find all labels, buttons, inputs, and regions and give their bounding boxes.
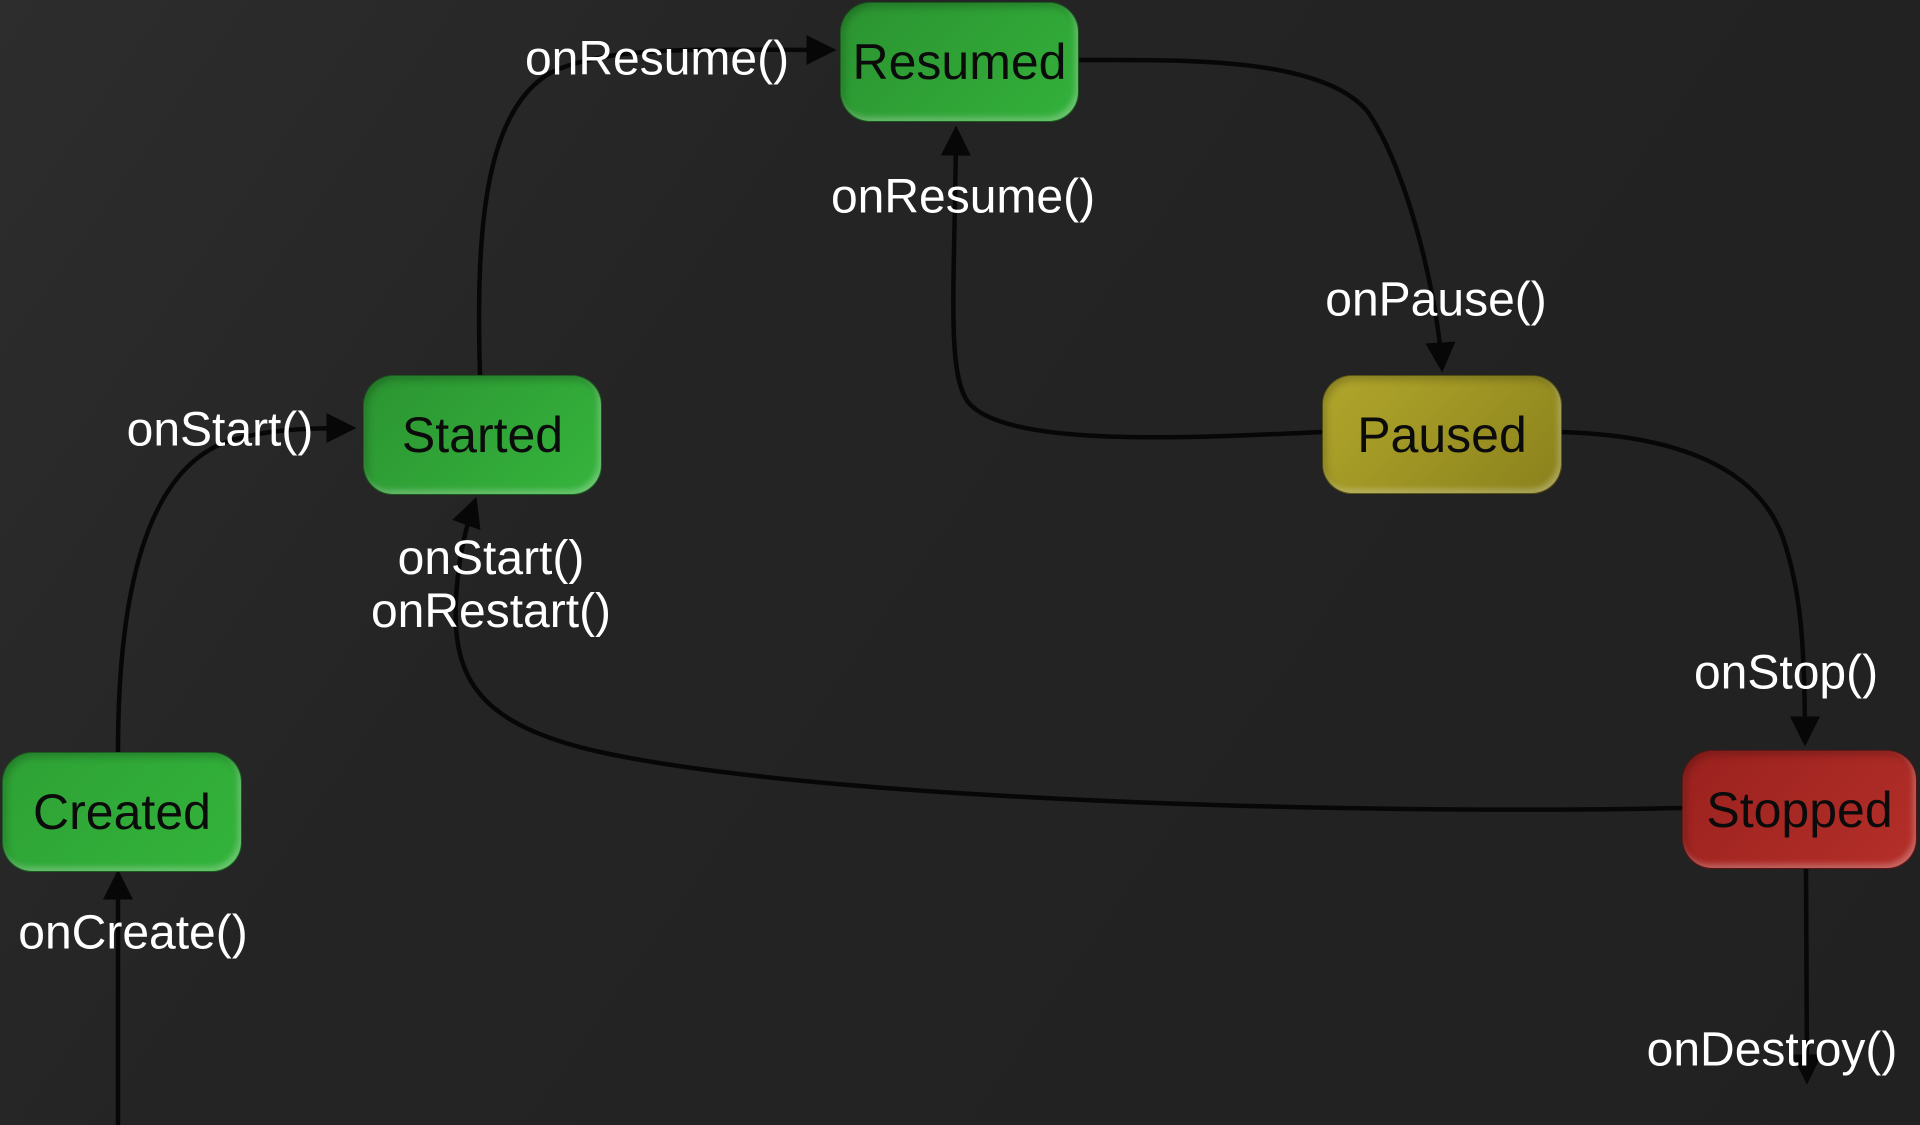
node-stopped: Stopped	[1682, 750, 1917, 869]
edge-label-onstart-return-line1: onStart()	[397, 532, 585, 585]
edge-resumed-paused	[1076, 57, 1456, 373]
node-resumed: Resumed	[840, 2, 1079, 122]
node-started-label: Started	[401, 407, 564, 463]
edge-started-resumed	[476, 34, 837, 376]
edge-paused-stopped	[1559, 429, 1820, 747]
edge-label-onstart-onrestart: onStart() onRestart()	[371, 532, 611, 638]
edge-label-onstop: onStop()	[1693, 646, 1879, 700]
edge-paused-resumed	[940, 125, 1323, 440]
edge-stopped-exit	[1791, 866, 1822, 1085]
edge-label-onpause: onPause()	[1325, 273, 1547, 327]
node-paused: Paused	[1322, 375, 1562, 494]
edge-created-started	[115, 413, 357, 753]
node-started: Started	[363, 375, 602, 495]
edge-label-onstart: onStart()	[126, 403, 314, 457]
edge-label-onresume-from-paused: onResume()	[830, 170, 1096, 224]
node-resumed-label: Resumed	[852, 34, 1067, 90]
edge-stopped-started	[452, 496, 1683, 812]
edge-label-onrestart-return-line2: onRestart()	[370, 585, 612, 638]
node-stopped-label: Stopped	[1706, 781, 1893, 838]
edge-label-oncreate: onCreate()	[18, 906, 248, 960]
edge-label-ondestroy: onDestroy()	[1646, 1023, 1898, 1077]
node-created: Created	[2, 752, 242, 872]
node-created-label: Created	[33, 784, 211, 840]
edge-label-onresume-to-resumed: onResume()	[524, 32, 790, 86]
node-paused-label: Paused	[1357, 406, 1527, 463]
